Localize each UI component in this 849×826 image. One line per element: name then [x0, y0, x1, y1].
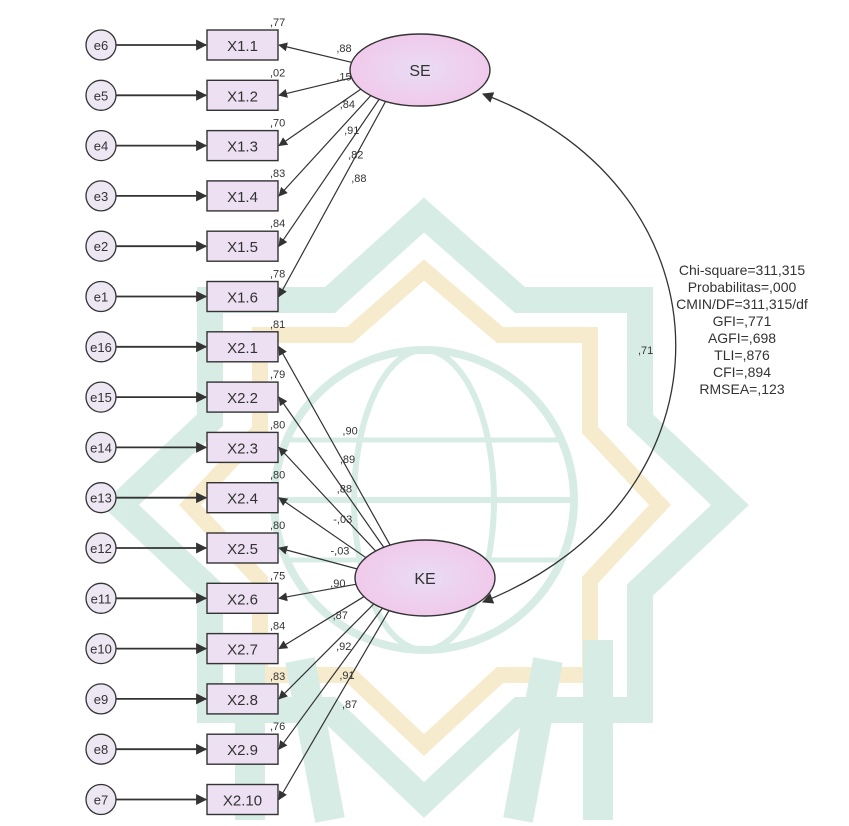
error-label-e7: e7: [94, 793, 108, 808]
loading-label-x1-6: ,88: [351, 173, 366, 185]
indicator-label-x1-3: X1.3: [227, 139, 258, 156]
indicator-label-x2-3: X2.3: [227, 440, 258, 457]
indicator-label-x2-1: X2.1: [227, 340, 258, 357]
error-label-e1: e1: [94, 290, 108, 305]
error-label-e13: e13: [90, 491, 112, 506]
indicator-label-x1-1: X1.1: [227, 38, 258, 55]
loading-label-x1-3: ,84: [340, 99, 355, 111]
indicator-label-x2-7: X2.7: [227, 642, 258, 659]
r2-label-x1-6: ,78: [270, 269, 285, 281]
r2-label-x1-1: ,77: [270, 17, 285, 29]
loading-path-x1-5: [279, 94, 383, 246]
loading-label-x2-4: -,03: [333, 514, 352, 526]
error-label-e4: e4: [94, 139, 108, 154]
r2-label-x2-3: ,80: [270, 419, 285, 431]
loading-path-x2-2: [279, 397, 388, 553]
loading-label-x2-10: ,87: [342, 699, 357, 711]
error-label-e16: e16: [90, 340, 112, 355]
fit-cfi: CFI=,894: [638, 364, 846, 381]
loading-label-x2-3: ,88: [337, 483, 352, 495]
error-label-e15: e15: [90, 390, 112, 405]
fit-statistics-panel: Chi-square=311,315 Probabilitas=,000 CMI…: [638, 262, 846, 398]
indicator-label-x2-10: X2.10: [223, 793, 262, 810]
error-label-e2: e2: [94, 239, 108, 254]
fit-chi-square: Chi-square=311,315: [638, 262, 846, 279]
fit-agfi: AGFI=,698: [638, 330, 846, 347]
loading-path-x2-4: [279, 498, 373, 563]
loading-label-x2-8: ,92: [336, 641, 351, 653]
loading-label-x2-2: ,89: [340, 454, 355, 466]
error-label-e9: e9: [94, 692, 108, 707]
loading-label-x1-2: ,15: [336, 71, 351, 83]
indicator-label-x1-6: X1.6: [227, 290, 258, 307]
r2-label-x2-7: ,84: [270, 621, 285, 633]
error-label-e14: e14: [90, 440, 112, 455]
indicator-label-x2-4: X2.4: [227, 491, 258, 508]
r2-label-x2-5: ,80: [270, 520, 285, 532]
r2-label-x1-5: ,84: [270, 218, 285, 230]
r2-label-x1-2: ,02: [270, 67, 285, 79]
r2-label-x2-6: ,75: [270, 570, 285, 582]
error-label-e11: e11: [91, 591, 112, 606]
indicator-label-x1-2: X1.2: [227, 88, 258, 105]
loading-label-x2-6: ,90: [330, 578, 345, 590]
indicator-label-x2-5: X2.5: [227, 541, 258, 558]
r2-label-x2-9: ,76: [270, 721, 285, 733]
indicator-label-x1-5: X1.5: [227, 239, 258, 256]
indicator-label-x2-8: X2.8: [227, 692, 258, 709]
loading-label-x2-1: ,90: [342, 426, 357, 438]
error-label-e8: e8: [94, 742, 108, 757]
error-label-e6: e6: [94, 38, 108, 53]
r2-label-x2-8: ,83: [270, 671, 285, 683]
loading-label-x1-1: ,88: [336, 43, 351, 55]
error-label-e10: e10: [90, 642, 112, 657]
fit-rmsea: RMSEA=,123: [638, 381, 846, 398]
indicator-label-x2-2: X2.2: [227, 390, 258, 407]
fit-tli: TLI=,876: [638, 347, 846, 364]
error-label-e5: e5: [94, 88, 108, 103]
latent-label-ke: KE: [414, 571, 435, 588]
error-label-e3: e3: [94, 189, 108, 204]
loading-label-x2-5: -,03: [330, 546, 349, 558]
fit-probability: Probabilitas=,000: [638, 279, 846, 296]
r2-label-x2-1: ,81: [270, 319, 285, 331]
indicator-label-x2-9: X2.9: [227, 742, 258, 759]
loading-label-x2-9: ,91: [339, 670, 354, 682]
fit-cmin-df: CMIN/DF=311,315/df: [638, 296, 846, 313]
r2-label-x1-3: ,70: [270, 118, 285, 130]
r2-label-x2-2: ,79: [270, 369, 285, 381]
latent-label-se: SE: [409, 63, 430, 80]
r2-label-x1-4: ,83: [270, 168, 285, 180]
r2-label-x2-4: ,80: [270, 470, 285, 482]
fit-gfi: GFI=,771: [638, 313, 846, 330]
indicator-label-x1-4: X1.4: [227, 189, 258, 206]
loading-path-x2-6: [279, 582, 366, 598]
indicator-label-x2-6: X2.6: [227, 591, 258, 608]
loading-label-x2-7: ,87: [333, 610, 348, 622]
error-label-e12: e12: [90, 541, 112, 556]
